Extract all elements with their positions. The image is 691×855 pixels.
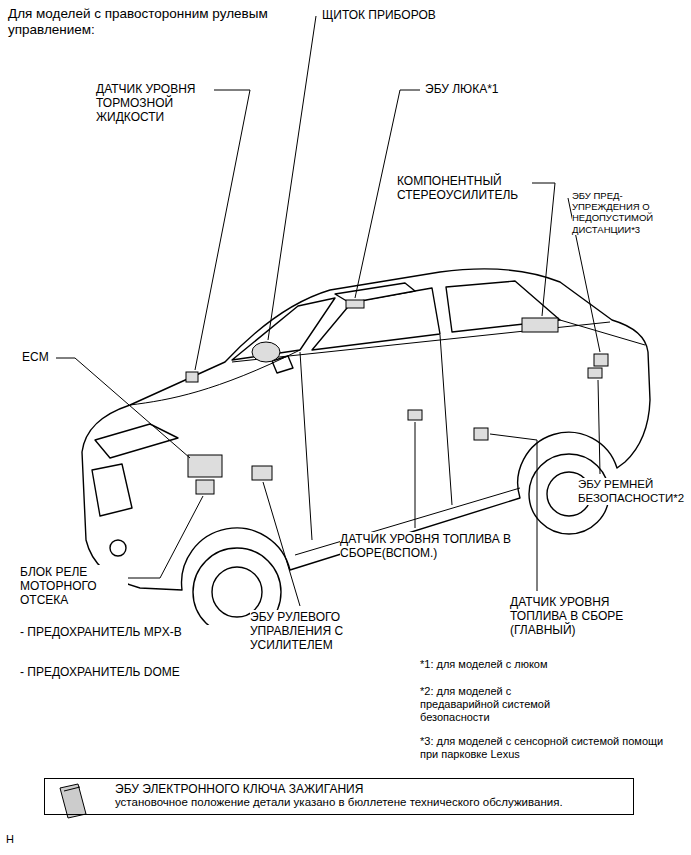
car-body	[82, 269, 650, 590]
headlight	[95, 424, 178, 458]
figure-code: H	[6, 833, 26, 846]
brake-fluid-sensor	[186, 372, 198, 382]
seatbelt-ecu	[588, 368, 602, 378]
door-line	[440, 335, 452, 505]
part-label: КОМПОНЕНТНЫЙ СТЕРЕОУСИЛИТЕЛЬ	[397, 174, 532, 202]
relay-block	[196, 480, 214, 494]
instrument-cluster	[252, 342, 280, 362]
fuse-label: - ПРЕДОХРАНИТЕЛЬ DOME	[20, 665, 250, 679]
part-label: БЛОК РЕЛЕ МОТОРНОГО ОТСЕКА	[20, 565, 128, 607]
steering-ecu	[252, 466, 272, 480]
footnote: *3: для моделей с сенсорной системой пом…	[420, 735, 670, 761]
part-label: ЭБУ ЛЮКА*1	[425, 82, 575, 96]
leader-line	[195, 90, 250, 370]
leader-line	[490, 434, 537, 591]
part-label: ЭБУ РУЛЕВОГО УПРАВЛЕНИЯ С УСИЛИТЕЛЕМ	[250, 610, 360, 652]
diagram-title: Для моделей с правосторонним рулевым упр…	[8, 6, 308, 38]
leader-line	[598, 380, 600, 474]
legend-box: ЭБУ ЭЛЕКТРОННОГО КЛЮЧА ЗАЖИГАНИЯустаново…	[44, 778, 634, 815]
leader-line	[128, 496, 203, 578]
leader-line	[415, 422, 416, 528]
box-heading: ЭБУ ЭЛЕКТРОННОГО КЛЮЧА ЗАЖИГАНИЯ	[115, 782, 623, 796]
part-label: ЩИТОК ПРИБОРОВ	[322, 8, 522, 22]
door-line	[300, 352, 312, 540]
box-body: установочное положение детали указано в …	[115, 796, 623, 810]
fuel-sender-sub	[408, 410, 422, 420]
part-label: ЭБУ ПРЕД- УПРЕЖДЕНИЯ О НЕДОПУСТИМОЙ ДИСТ…	[572, 190, 674, 235]
trunk-line	[560, 320, 645, 345]
distance-ecu	[594, 354, 608, 366]
fog-light	[110, 540, 126, 556]
key-ecu-icon	[60, 784, 86, 818]
key-ecu-icon-edge	[64, 787, 80, 791]
part-label: ДАТЧИК УРОВНЯ ТОПЛИВА В СБОРЕ (ГЛАВНЫЙ)	[510, 595, 640, 637]
stereo-amplifier	[522, 318, 558, 332]
fuel-sender-main	[474, 428, 488, 440]
windshield	[232, 298, 335, 360]
grille	[92, 464, 132, 516]
leader-line	[526, 183, 555, 316]
leader-line	[263, 482, 300, 606]
part-label: ДАТЧИК УРОВНЯ ТОПЛИВА В СБОРЕ(ВСПОМ.)	[340, 532, 530, 560]
fuse-label: - ПРЕДОХРАНИТЕЛЬ MPX-B	[20, 625, 250, 639]
leader-line	[56, 358, 190, 458]
ecm	[188, 455, 222, 477]
footnote: *1: для моделей с люком	[420, 658, 680, 671]
part-label: ДАТЧИК УРОВНЯ ТОРМОЗНОЙ ЖИДКОСТИ	[96, 82, 214, 124]
leader-line	[268, 16, 316, 340]
sunroof-ecu	[346, 300, 364, 308]
part-label: ECM	[22, 350, 56, 364]
footnote: *2: для моделей с предаварийной системой…	[420, 685, 580, 724]
part-label: ЭБУ РЕМНЕЙ БЕЗОПАСНОСТИ*2	[578, 478, 686, 505]
